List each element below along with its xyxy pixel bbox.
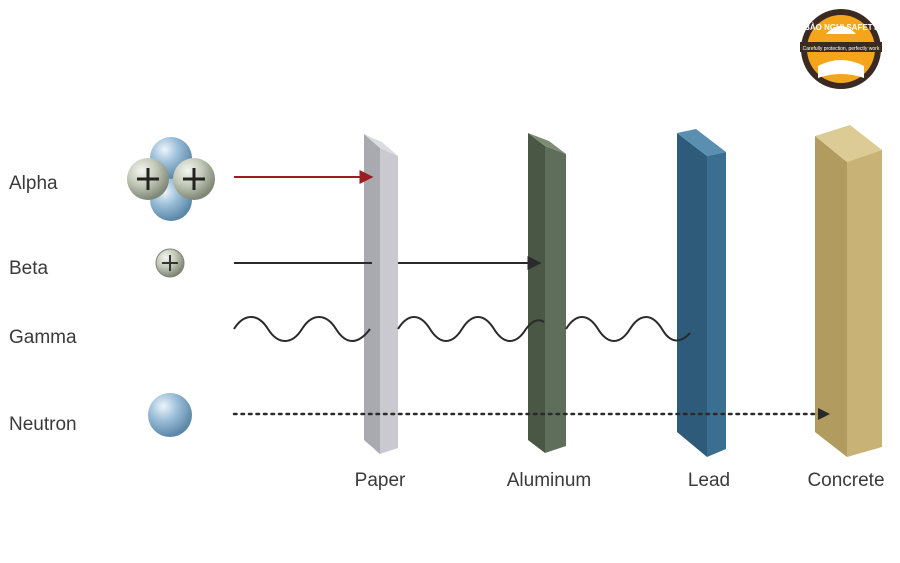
material-label-aluminum: Aluminum [507, 470, 591, 491]
logo-slogan-text: Carefully protection, perfectly work [803, 46, 880, 52]
alpha-particle-icon [127, 137, 215, 221]
neutron-ray-arrow [232, 408, 830, 420]
label-beta: Beta [9, 258, 49, 279]
label-alpha: Alpha [9, 173, 58, 194]
paper-slab [364, 134, 398, 454]
gamma-ray-wave [233, 316, 691, 342]
brand-logo: BẢO NGHI SAFETY Carefully protection, pe… [800, 9, 882, 89]
label-neutron: Neutron [9, 414, 77, 435]
logo-brand-text: BẢO NGHI SAFETY [804, 23, 878, 32]
concrete-slab [815, 125, 882, 457]
material-label-paper: Paper [355, 470, 406, 491]
beta-particle-icon [155, 248, 185, 278]
material-label-lead: Lead [688, 470, 730, 491]
label-gamma: Gamma [9, 327, 77, 348]
neutron-particle-icon [148, 393, 192, 437]
aluminum-slab [528, 133, 566, 453]
material-label-concrete: Concrete [807, 470, 884, 491]
lead-slab [677, 129, 726, 457]
